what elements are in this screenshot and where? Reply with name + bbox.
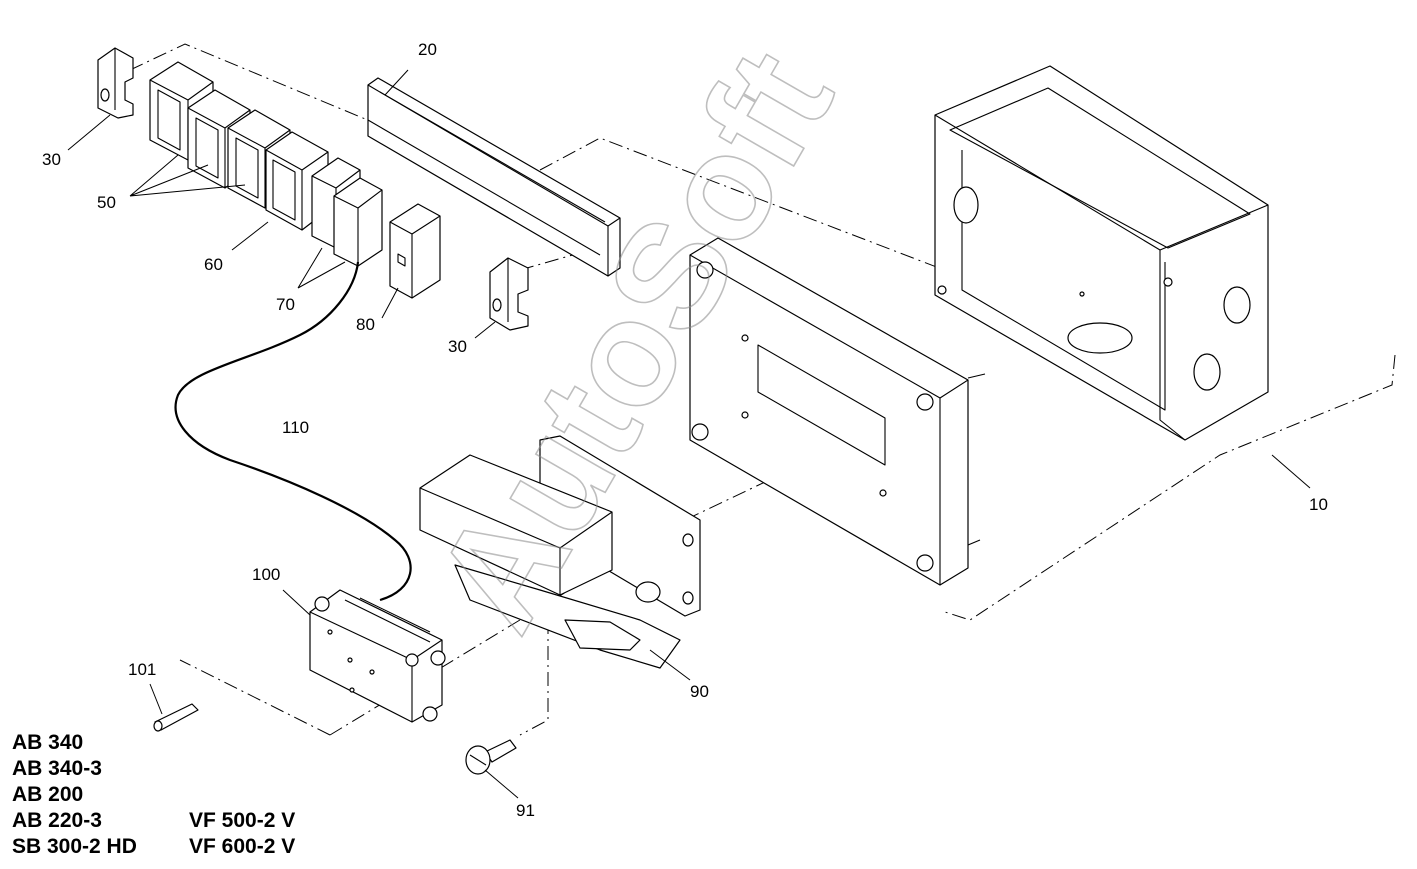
leader-lines [67, 69, 1311, 799]
screw-91 [465, 739, 517, 775]
cable-110 [174, 261, 412, 602]
callout-101: 101 [128, 660, 156, 679]
callout-90: 90 [690, 682, 709, 701]
mounting-plate [689, 237, 986, 586]
terminal-blocks-70 [311, 157, 383, 267]
callout-80: 80 [356, 315, 375, 334]
housing-box [934, 65, 1269, 441]
callout-20: 20 [418, 40, 437, 59]
callout-91: 91 [516, 801, 535, 820]
callout-50: 50 [97, 193, 116, 212]
callout-labels: 10 20 30 30 50 60 70 80 90 91 100 101 11… [42, 40, 1328, 820]
callout-10: 10 [1309, 495, 1328, 514]
callout-60: 60 [204, 255, 223, 274]
model-name: SB 300-2 HD [12, 835, 137, 858]
model-name: AB 340-3 [12, 757, 102, 780]
callout-70: 70 [276, 295, 295, 314]
model-name: VF 500-2 V [189, 809, 296, 832]
end-bracket-right [489, 257, 529, 331]
model-name: AB 340 [12, 731, 84, 754]
connector-housing-90 [419, 435, 701, 669]
callout-100: 100 [252, 565, 280, 584]
callout-30-right: 30 [448, 337, 467, 356]
model-name: AB 200 [12, 783, 84, 806]
callout-110: 110 [282, 418, 309, 437]
end-bracket-left [97, 47, 134, 119]
callout-30-left: 30 [42, 150, 61, 169]
model-name: AB 220-3 [12, 809, 102, 832]
connector-insert-100 [309, 589, 446, 723]
model-name: VF 600-2 V [189, 835, 296, 858]
model-list-left: AB 340 AB 340-3 AB 200 AB 220-3 SB 300-2… [12, 730, 137, 860]
model-list-right: VF 500-2 V VF 600-2 V [189, 808, 295, 860]
end-plate-80 [389, 203, 441, 299]
pin-101 [153, 703, 199, 732]
din-rail [367, 77, 621, 277]
